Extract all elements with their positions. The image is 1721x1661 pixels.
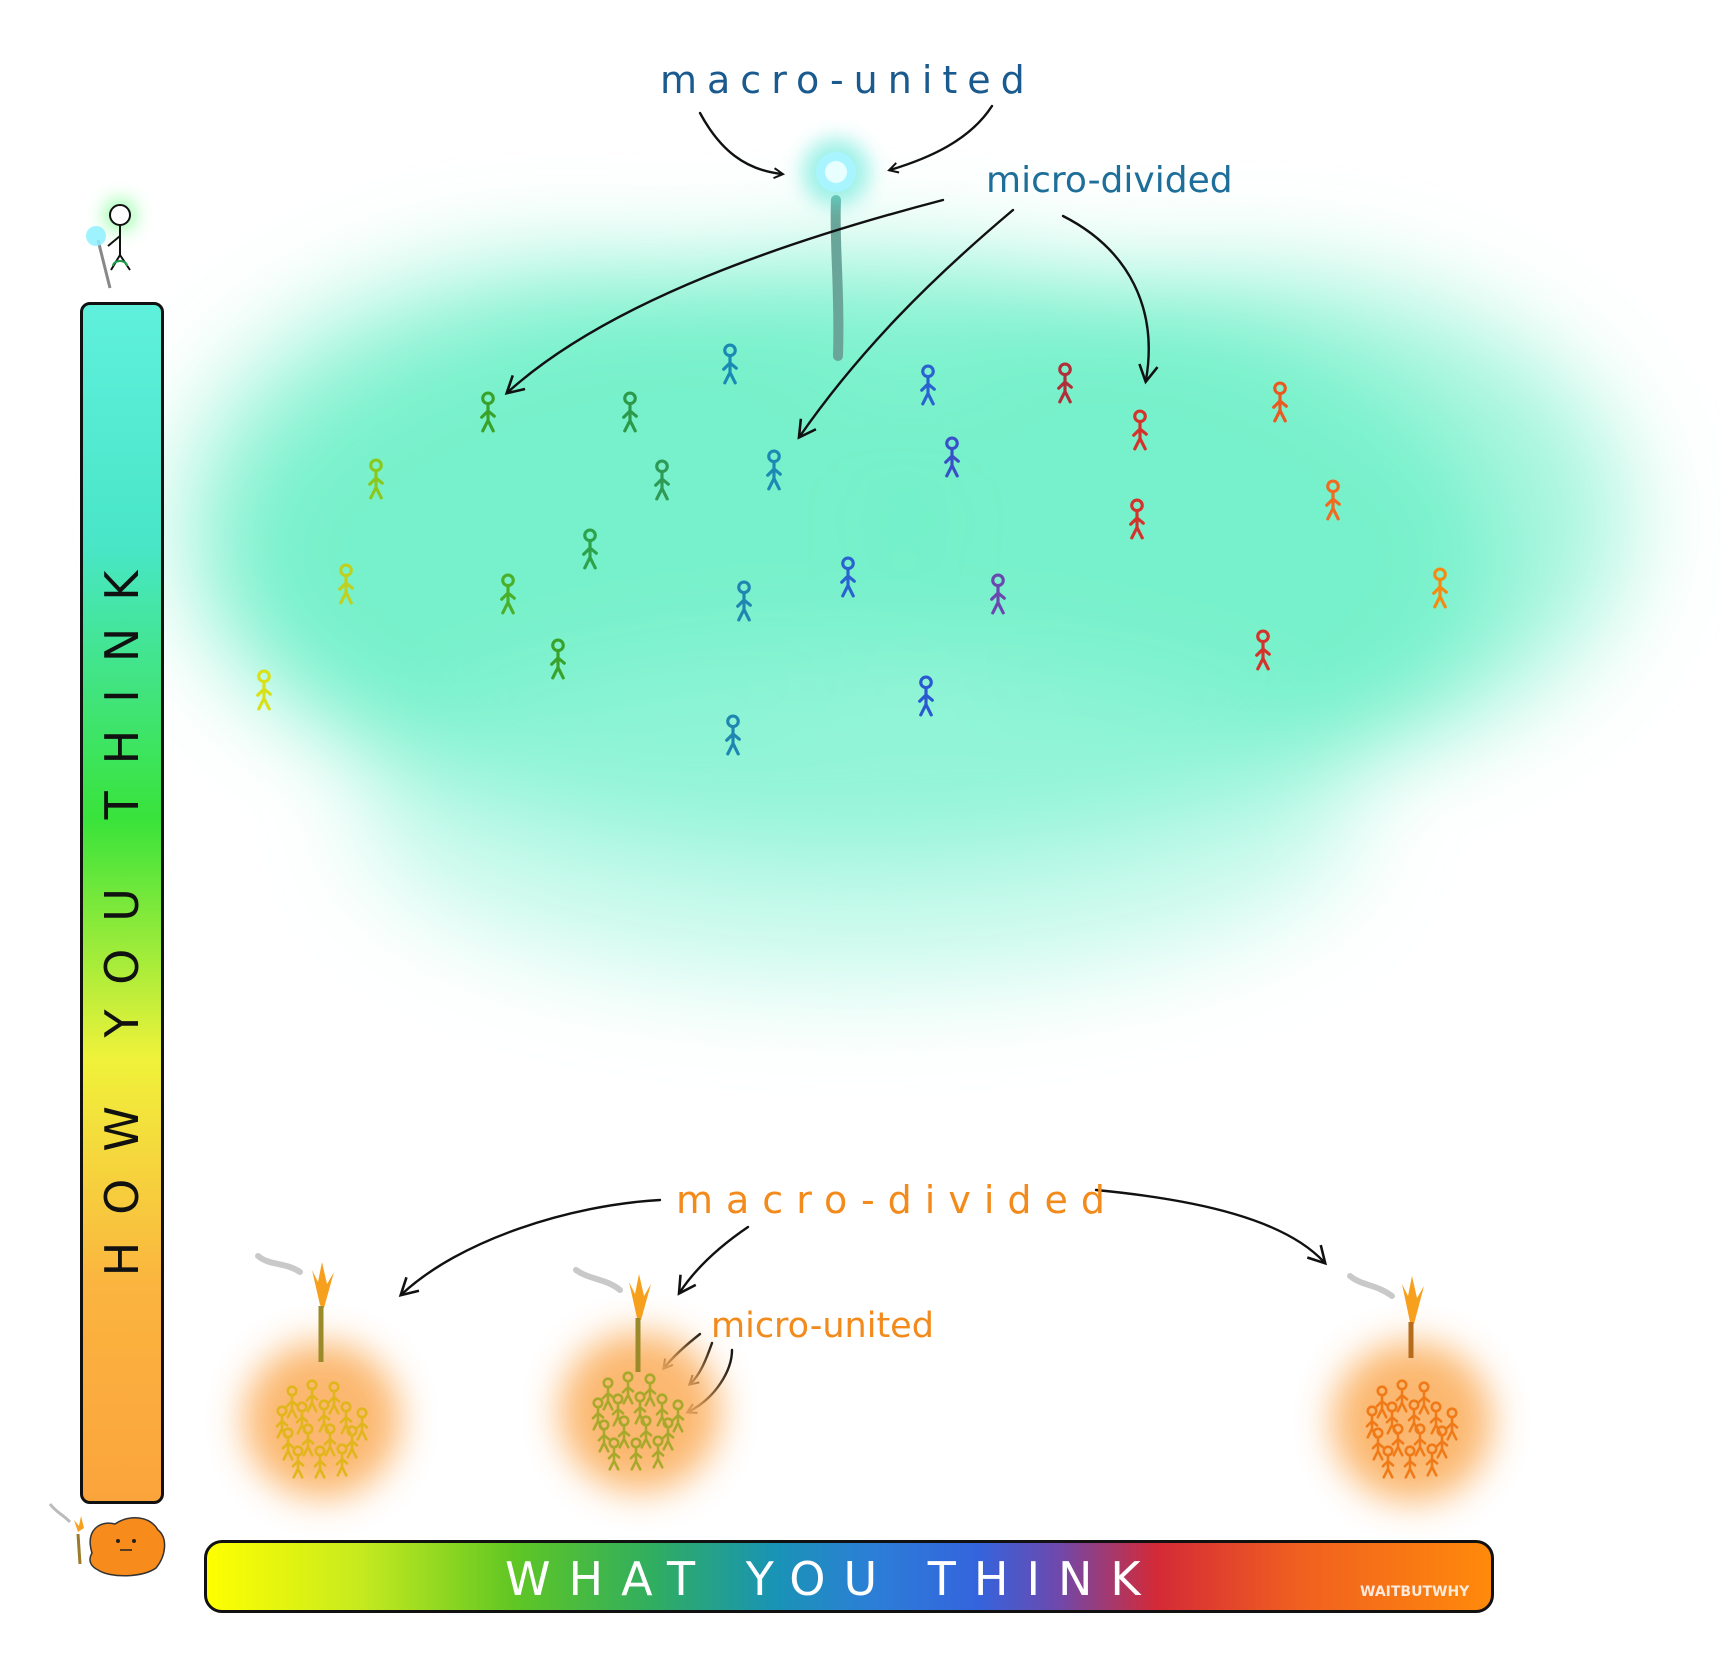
fire-group-member bbox=[345, 1425, 359, 1459]
what-you-think-label: WHAT YOU THINK bbox=[505, 1552, 1159, 1606]
fire-group-member bbox=[597, 1419, 611, 1453]
fire-group-member bbox=[639, 1415, 653, 1449]
fire-group-member bbox=[291, 1445, 305, 1479]
fire-group-member bbox=[643, 1373, 657, 1407]
fire-group-member bbox=[1375, 1385, 1389, 1419]
fire-group-member bbox=[1425, 1443, 1439, 1477]
lamp-post bbox=[802, 138, 870, 361]
stick-figure-person bbox=[722, 343, 738, 385]
what-you-think-axis-bar bbox=[204, 1540, 1494, 1613]
stick-figure-person bbox=[1272, 381, 1288, 423]
fire-group-member bbox=[1445, 1407, 1459, 1441]
fire-group-member bbox=[313, 1445, 327, 1479]
fire-group-member bbox=[621, 1371, 635, 1405]
stick-figure-person bbox=[654, 459, 670, 501]
people-layer bbox=[256, 343, 1459, 1479]
fire-group-member bbox=[335, 1443, 349, 1477]
stick-figure-person bbox=[1129, 498, 1145, 540]
stick-figure-person bbox=[622, 391, 638, 433]
fire-group-member bbox=[1435, 1425, 1449, 1459]
label-macro-united: macro-united bbox=[660, 58, 1035, 102]
fire-group-member bbox=[607, 1437, 621, 1471]
fire-group-member bbox=[1403, 1445, 1417, 1479]
stick-figure-person bbox=[920, 364, 936, 406]
fire-group-member bbox=[617, 1415, 631, 1449]
enlightened-stick-figure bbox=[86, 201, 134, 289]
fire-group-member bbox=[1381, 1445, 1395, 1479]
fire-group-member bbox=[323, 1423, 337, 1457]
stick-figure-person bbox=[338, 563, 354, 605]
fire-group-member bbox=[1391, 1423, 1405, 1457]
stick-figure-person bbox=[582, 528, 598, 570]
stick-figure-person bbox=[918, 675, 934, 717]
fire-group-member bbox=[301, 1423, 315, 1457]
how-you-think-axis-bar bbox=[80, 302, 164, 1504]
stick-figure-person bbox=[766, 449, 782, 491]
label-macro-divided: macro-divided bbox=[676, 1178, 1118, 1222]
stick-figure-person bbox=[840, 556, 856, 598]
fire-group-member bbox=[661, 1417, 675, 1451]
stick-figure-person bbox=[725, 714, 741, 756]
fire-group-member bbox=[1395, 1379, 1409, 1413]
watermark: WAITBUTWHY bbox=[1360, 1584, 1470, 1600]
fire-group-middle bbox=[560, 1267, 720, 1492]
fire-group-member bbox=[355, 1407, 369, 1441]
fire-group-right bbox=[1332, 1273, 1492, 1502]
fire-group-member bbox=[651, 1435, 665, 1469]
fire-group-member bbox=[1417, 1381, 1431, 1415]
stick-figure-person bbox=[736, 580, 752, 622]
thinking-cloud bbox=[180, 260, 1630, 990]
stick-figure-person bbox=[1255, 629, 1271, 671]
stick-figure-person bbox=[500, 573, 516, 615]
fire-group-member bbox=[1413, 1423, 1427, 1457]
primitive-blob-creature bbox=[48, 1503, 166, 1577]
stick-figure-person bbox=[944, 436, 960, 478]
stick-figure-person bbox=[1325, 479, 1341, 521]
fire-group-member bbox=[327, 1381, 341, 1415]
stick-figure-person bbox=[550, 638, 566, 680]
how-you-think-label: HOW YOU THINK bbox=[95, 543, 149, 1277]
fire-group-member bbox=[281, 1427, 295, 1461]
stick-figure-person bbox=[1132, 409, 1148, 451]
fire-group-member bbox=[1371, 1427, 1385, 1461]
stick-figure-person bbox=[1432, 567, 1448, 609]
fire-group-member bbox=[671, 1399, 685, 1433]
fire-group-member bbox=[305, 1379, 319, 1413]
stick-figure-person bbox=[256, 669, 272, 711]
label-micro-united: micro-united bbox=[711, 1306, 934, 1346]
stick-figure-person bbox=[480, 391, 496, 433]
label-micro-divided: micro-divided bbox=[986, 160, 1233, 201]
stick-figure-person bbox=[990, 573, 1006, 615]
stick-figure-person bbox=[368, 458, 384, 500]
stick-figure-person bbox=[1057, 362, 1073, 404]
fire-group-member bbox=[629, 1437, 643, 1471]
fire-group-member bbox=[285, 1385, 299, 1419]
fire-group-member bbox=[601, 1377, 615, 1411]
